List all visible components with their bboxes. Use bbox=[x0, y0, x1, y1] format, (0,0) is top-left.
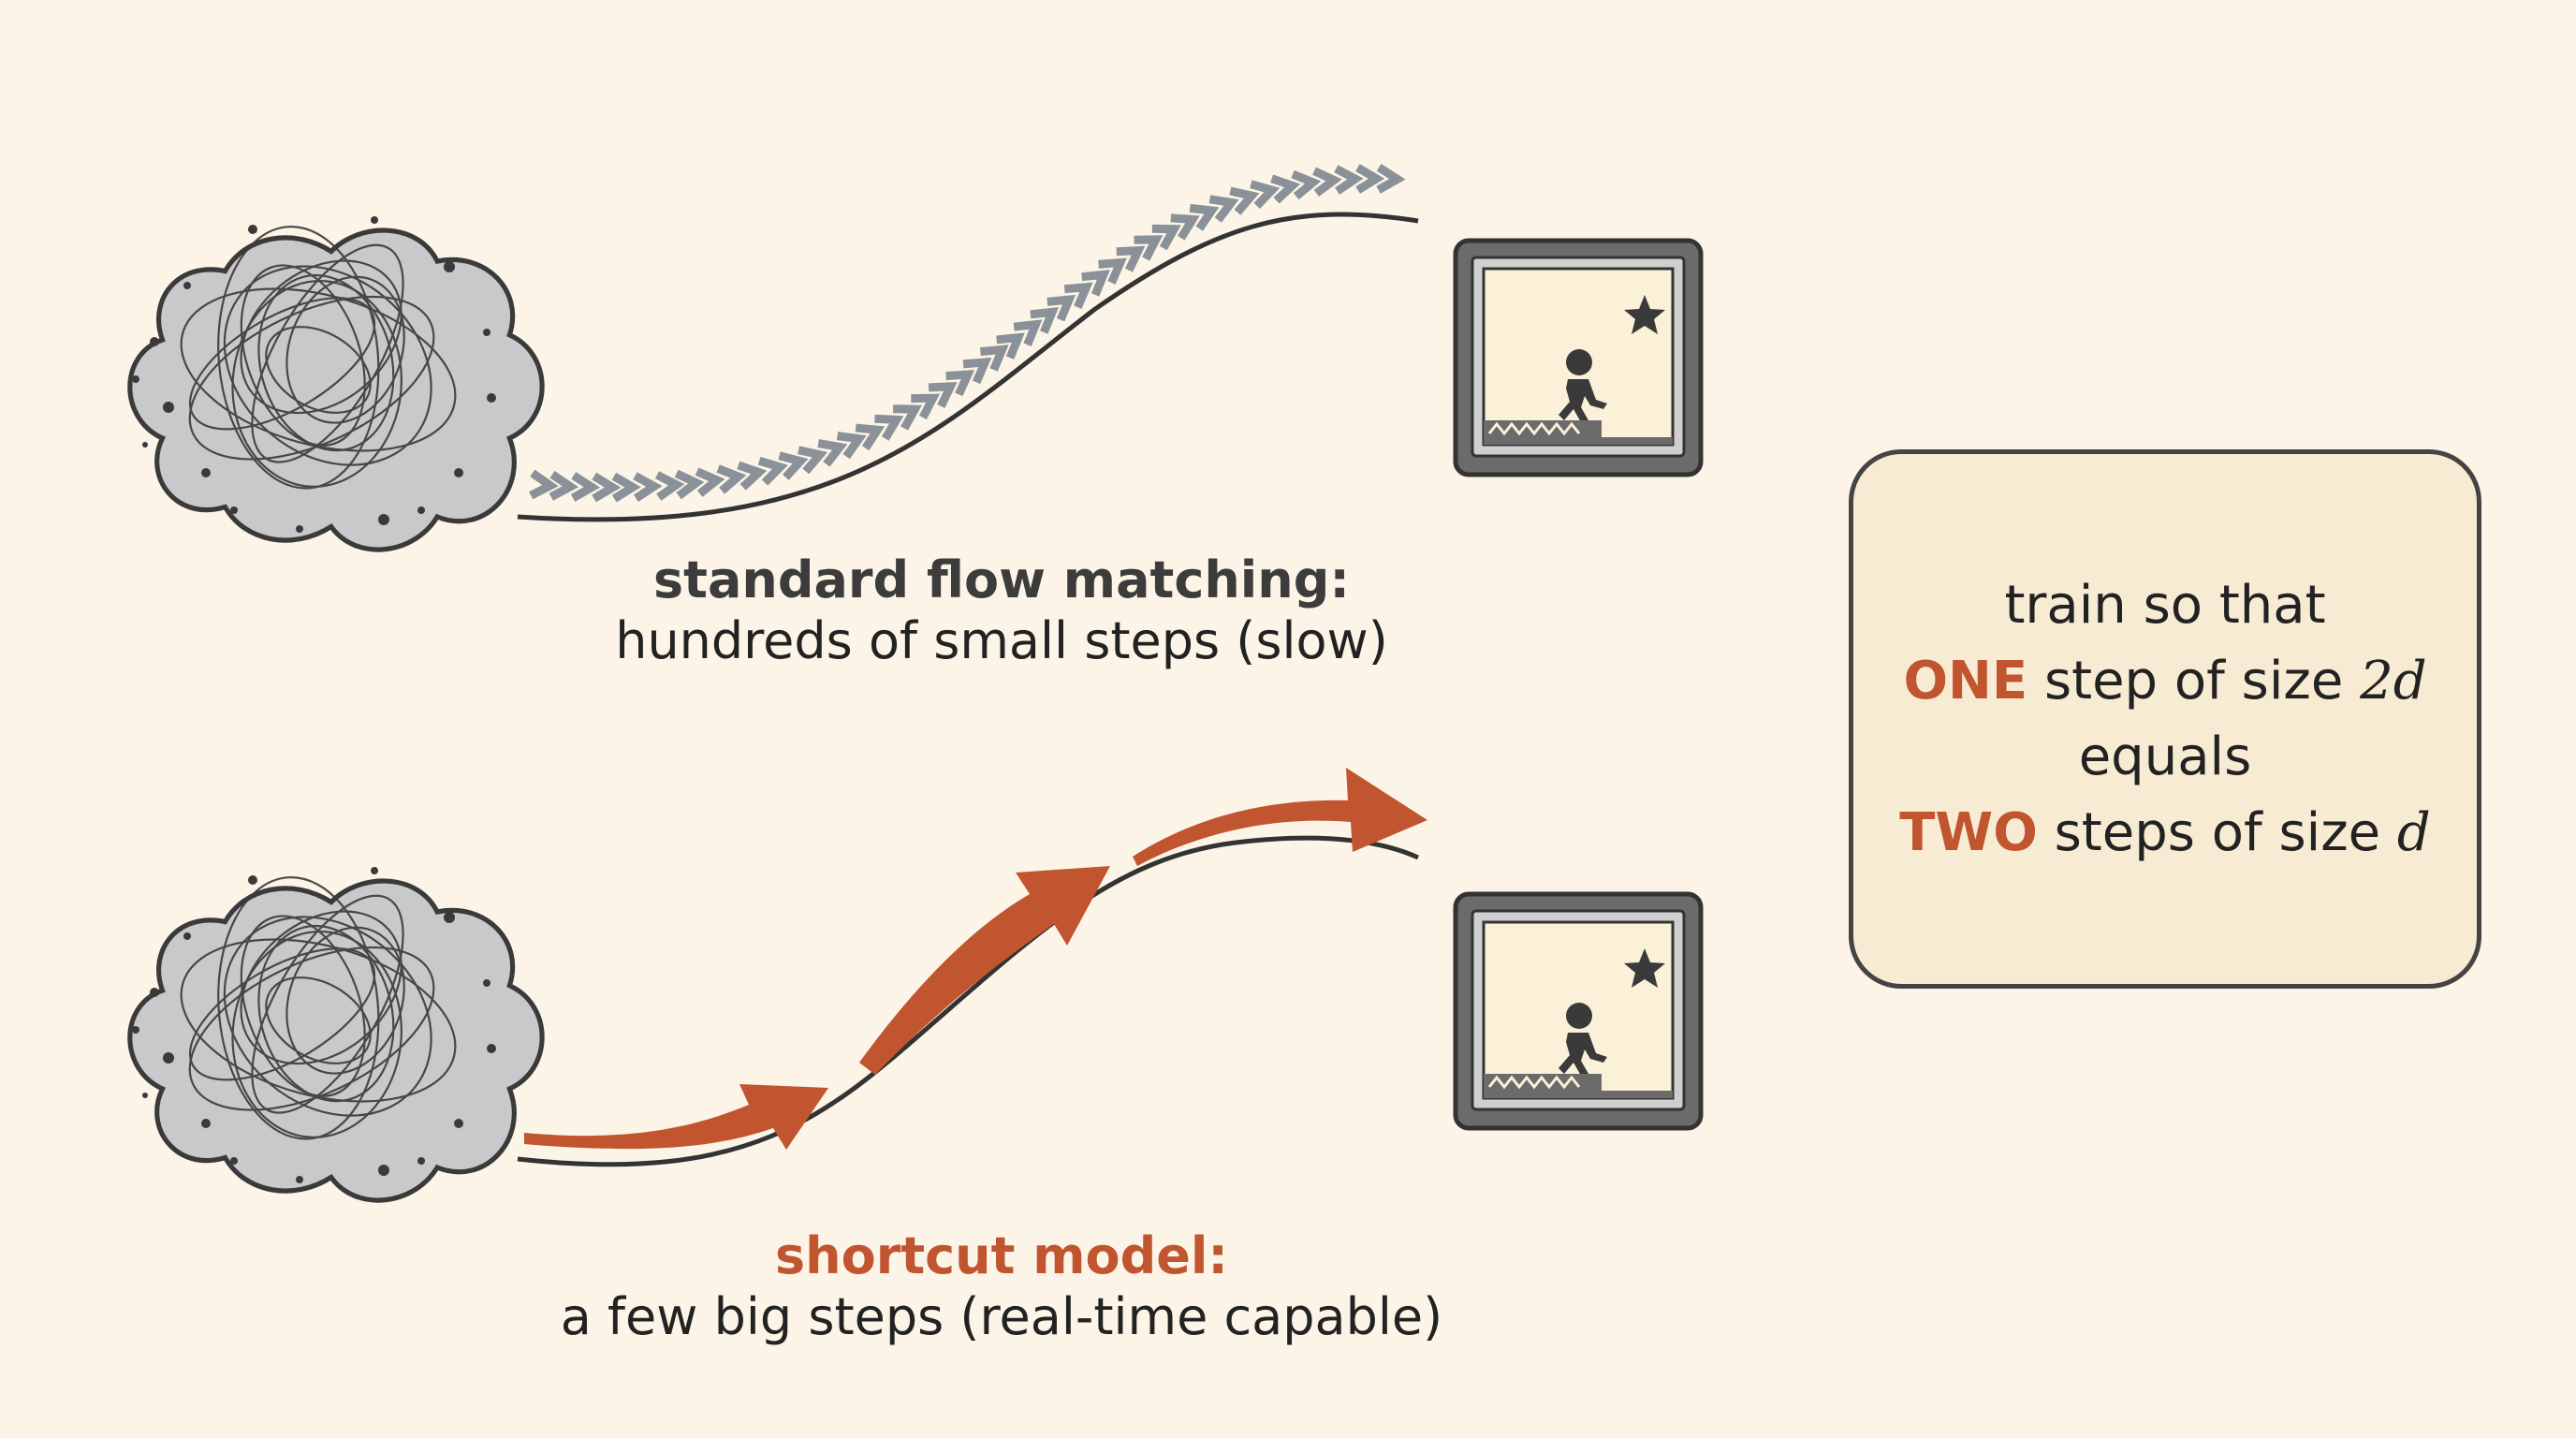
flow-path-shortcut bbox=[517, 835, 1420, 1167]
chevron-step-icon bbox=[1208, 195, 1239, 223]
chevron-step-icon bbox=[911, 393, 941, 420]
chevron-step-icon bbox=[893, 404, 922, 431]
chevron-step-icon bbox=[1376, 164, 1406, 194]
rule-intro: train so that bbox=[2004, 574, 2326, 636]
game-frame-bottom bbox=[1456, 894, 1701, 1128]
rule-one-math: 2d bbox=[2360, 650, 2427, 712]
game-frame-top bbox=[1456, 241, 1701, 475]
caption-standard-subtitle: hundreds of small steps (slow) bbox=[615, 610, 1388, 670]
chevron-step-icon bbox=[570, 472, 601, 502]
chevron-step-icon bbox=[1270, 174, 1301, 204]
caption-shortcut-title: shortcut model: bbox=[775, 1226, 1228, 1285]
rule-line-1: train so that bbox=[2004, 567, 2325, 643]
rule-line-3: equals bbox=[2079, 719, 2252, 795]
chevron-step-icon bbox=[836, 432, 867, 460]
caption-shortcut: shortcut model: a few big steps (real-ti… bbox=[524, 1226, 1479, 1348]
rule-equals: equals bbox=[2078, 726, 2252, 787]
chevron-step-icon bbox=[1250, 180, 1281, 209]
big-arrow-1 bbox=[524, 1084, 828, 1150]
chevron-step-icon bbox=[817, 439, 848, 467]
big-step-arrows bbox=[524, 768, 1427, 1150]
chevron-step-icon bbox=[1098, 257, 1127, 285]
chevron-step-icon bbox=[996, 332, 1025, 360]
chevron-steps bbox=[529, 164, 1406, 503]
chevron-step-icon bbox=[874, 414, 904, 441]
chevron-step-icon bbox=[1291, 169, 1322, 200]
chevron-step-icon bbox=[1134, 235, 1164, 261]
chevron-step-icon bbox=[1046, 294, 1076, 322]
big-arrow-3 bbox=[1133, 768, 1427, 866]
chevron-step-icon bbox=[1355, 164, 1385, 194]
chevron-step-icon bbox=[1116, 245, 1146, 272]
chevron-step-icon bbox=[1312, 167, 1342, 197]
chevron-step-icon bbox=[928, 382, 958, 408]
caption-standard: standard flow matching: hundreds of smal… bbox=[562, 550, 1442, 672]
chevron-step-icon bbox=[737, 461, 768, 491]
big-arrow-2 bbox=[859, 866, 1110, 1075]
chevron-step-icon bbox=[757, 456, 788, 486]
chevron-step-icon bbox=[1334, 165, 1364, 195]
chevron-step-icon bbox=[979, 345, 1009, 372]
chevron-step-icon bbox=[1189, 203, 1220, 231]
chevron-step-icon bbox=[855, 423, 886, 451]
training-rule-box: train so that ONE step of size 2d equals… bbox=[1849, 449, 2481, 989]
caption-standard-title: standard flow matching: bbox=[652, 550, 1350, 609]
rule-one: ONE bbox=[1903, 650, 2028, 712]
chevron-step-icon bbox=[1170, 213, 1200, 241]
chevron-step-icon bbox=[633, 472, 663, 503]
chevron-step-icon bbox=[592, 472, 622, 503]
chevron-step-icon bbox=[1063, 282, 1093, 309]
chevron-step-icon bbox=[695, 467, 725, 497]
chevron-step-icon bbox=[798, 446, 828, 475]
caption-shortcut-subtitle: a few big steps (real-time capable) bbox=[560, 1286, 1443, 1346]
chevron-step-icon bbox=[1151, 224, 1181, 251]
noise-cloud-top bbox=[130, 216, 542, 550]
noise-cloud-bottom bbox=[130, 867, 542, 1200]
chevron-step-icon bbox=[549, 471, 579, 501]
rule-two-text: steps of size bbox=[2037, 802, 2397, 864]
chevron-step-icon bbox=[1081, 270, 1110, 297]
chevron-step-icon bbox=[674, 469, 705, 500]
flow-path-standard bbox=[517, 212, 1419, 522]
chevron-step-icon bbox=[1030, 307, 1060, 334]
chevron-step-icon bbox=[654, 471, 685, 501]
rule-two-math: d bbox=[2396, 802, 2431, 864]
rule-one-text: step of size bbox=[2027, 650, 2361, 712]
rule-two: TWO bbox=[1899, 802, 2038, 864]
rule-line-2: ONE step of size 2d bbox=[1903, 643, 2426, 719]
rule-line-4: TWO steps of size d bbox=[1899, 795, 2431, 871]
chevron-step-icon bbox=[529, 469, 559, 500]
chevron-step-icon bbox=[945, 370, 975, 397]
chevron-step-icon bbox=[778, 451, 809, 480]
chevron-step-icon bbox=[611, 472, 641, 503]
chevron-step-icon bbox=[962, 357, 992, 385]
chevron-step-icon bbox=[1229, 186, 1260, 215]
chevron-step-icon bbox=[716, 464, 747, 494]
chevron-step-icon bbox=[1013, 319, 1043, 346]
